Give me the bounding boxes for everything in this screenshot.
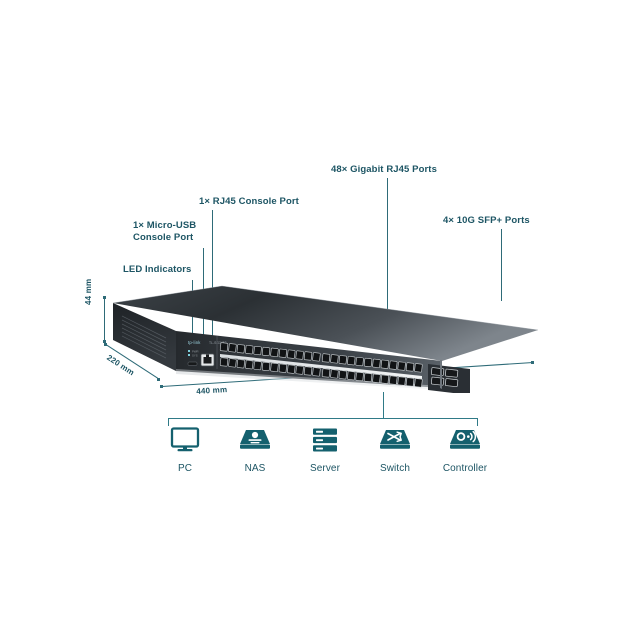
dim-tick-depth-top	[104, 343, 107, 346]
bracket-drop-controller	[477, 418, 478, 426]
dim-tick-height-top	[103, 296, 106, 299]
switch-led-indicators: PWR SYS	[188, 350, 199, 358]
sfp-port-4	[444, 378, 459, 388]
monitor-icon	[170, 424, 200, 456]
dim-tick-width-right	[531, 361, 534, 364]
device-label-switch: Switch	[379, 463, 411, 474]
dim-tick-height-bottom	[103, 340, 106, 343]
callout-micro-usb-console-port: 1× Micro-USB Console Port	[133, 220, 197, 243]
device-item-switch[interactable]: Switch	[360, 424, 430, 474]
device-item-controller[interactable]: Controller	[430, 424, 500, 474]
switch-right-rack-ear	[440, 360, 442, 389]
switch-sfp-plus-port-bank	[428, 364, 470, 393]
device-label-pc: PC	[177, 463, 193, 474]
svg-text:PWR: PWR	[192, 350, 199, 354]
switch-micro-usb-console-port	[187, 361, 198, 366]
switch-vent-slots	[121, 315, 167, 359]
bracket-horizontal-bar	[168, 418, 478, 419]
device-item-nas[interactable]: NAS	[220, 424, 290, 474]
svg-text:SYS: SYS	[192, 354, 198, 358]
leader-line-sfp-plus	[501, 229, 502, 301]
switch-base-edge	[176, 369, 442, 390]
svg-text:TL-SG3452: TL-SG3452	[209, 341, 227, 345]
callout-sfp-plus-ports: 4× 10G SFP+ Ports	[443, 215, 530, 226]
device-label-controller: Controller	[442, 463, 488, 474]
sfp-port-3	[430, 376, 445, 386]
sfp-port-2	[444, 368, 459, 378]
bracket-stem	[383, 392, 384, 418]
sfp-port-1	[430, 367, 445, 377]
rj45-row-divider	[220, 354, 422, 379]
bracket-drop-pc	[168, 418, 169, 426]
network-switch-image: tp-link TL-SG3452 PWR SYS	[110, 268, 540, 393]
switch-rj45-port-bank	[219, 342, 423, 388]
compatibility-bracket	[168, 392, 478, 426]
svg-text:tp-link: tp-link	[188, 340, 201, 345]
dim-tick-width-left	[160, 385, 163, 388]
device-label-server: Server	[309, 463, 341, 474]
server-rack-icon	[311, 424, 339, 456]
dim-line-height	[104, 299, 105, 341]
device-label-nas: NAS	[244, 463, 266, 474]
controller-icon	[449, 424, 481, 456]
device-item-pc[interactable]: PC	[150, 424, 220, 474]
callout-gigabit-rj45-ports: 48× Gigabit RJ45 Ports	[331, 164, 437, 175]
switch-left-side-face	[113, 303, 176, 371]
device-item-server[interactable]: Server	[290, 424, 360, 474]
rj45-ports-bottom-row	[219, 357, 423, 388]
callout-led-indicators: LED Indicators	[123, 264, 192, 275]
switch-left-panel: tp-link TL-SG3452 PWR SYS	[187, 336, 227, 369]
switch-top-face	[113, 286, 538, 361]
leader-line-gigabit-rj45	[387, 178, 388, 330]
callout-rj45-console-port: 1× RJ45 Console Port	[199, 196, 299, 207]
dim-tick-depth-bottom	[157, 378, 160, 381]
switch-icon	[379, 424, 411, 456]
compatible-devices-row: PC NAS	[150, 424, 500, 486]
switch-top-edge-highlight	[112, 285, 539, 331]
leader-line-rj45-console	[212, 210, 213, 348]
rj45-ports-top-row	[219, 342, 423, 373]
switch-rj45-console-port	[200, 353, 215, 367]
nas-icon	[239, 424, 271, 456]
dim-label-height: 44 mm	[84, 278, 93, 305]
